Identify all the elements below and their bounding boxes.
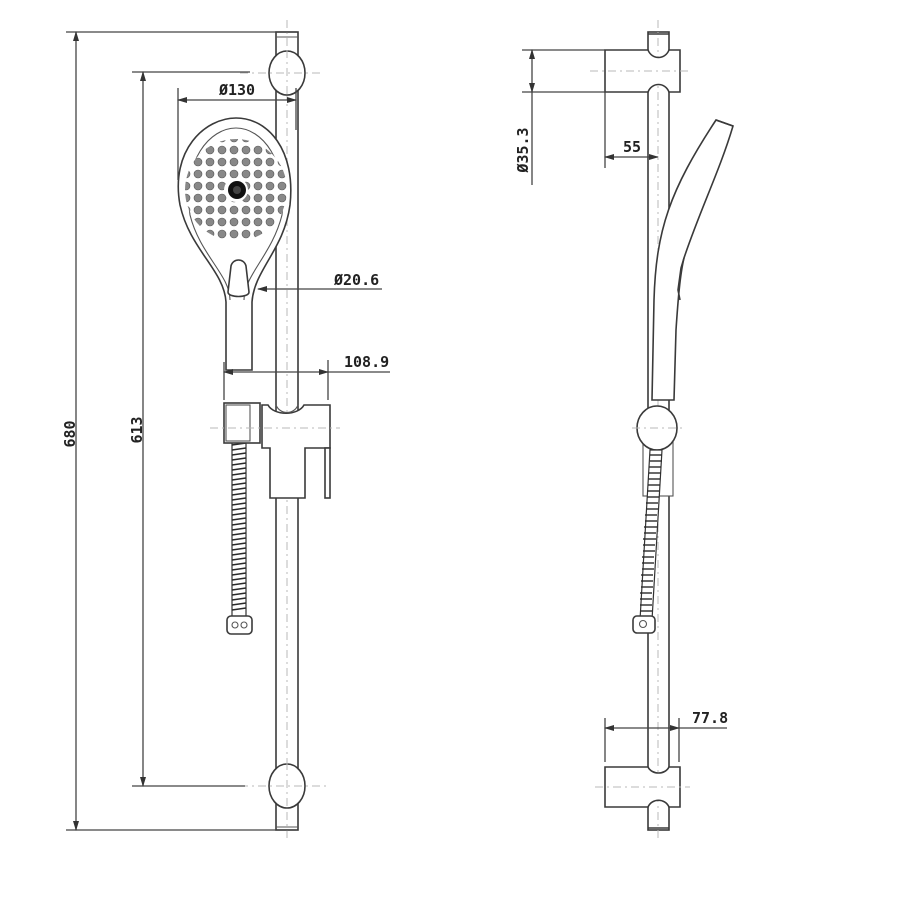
top-bracket-side	[590, 33, 690, 93]
dimension-bracket-depth-top: 55	[604, 92, 659, 168]
dim-label-35-3: Ø35.3	[514, 127, 532, 173]
dimension-overall-height: 680	[61, 31, 296, 831]
spray-mode-button	[227, 259, 250, 298]
dimension-head-diameter: Ø130	[177, 81, 297, 180]
shower-holder	[210, 402, 340, 499]
dim-label-77-8: 77.8	[692, 709, 728, 727]
dimension-holder-projection: 108.9	[223, 353, 390, 400]
top-wall-bracket	[240, 50, 320, 96]
dim-label-20-6: Ø20.6	[333, 271, 379, 289]
dim-label-613: 613	[128, 416, 146, 443]
dimension-bracket-depth-bottom: 77.8	[604, 709, 728, 762]
dim-label-680: 680	[61, 420, 79, 447]
dimension-bracket-spacing: 613	[128, 71, 250, 787]
hand-shower-front	[177, 117, 292, 371]
dim-label-55: 55	[623, 138, 641, 156]
hose-nut-side	[632, 615, 656, 634]
shower-hose-side	[632, 449, 663, 634]
dimension-bracket-diameter: Ø35.3	[514, 49, 605, 185]
front-view: 680 613 Ø130 Ø20.6 108.9	[61, 20, 390, 840]
bottom-wall-bracket	[240, 762, 330, 810]
side-view: Ø35.3 55 77.8	[514, 20, 734, 840]
dimension-rail-diameter: Ø20.6	[257, 271, 382, 292]
bottom-bracket-side	[595, 766, 690, 829]
hose-nut	[226, 615, 253, 635]
shower-hose	[226, 435, 253, 635]
dim-label-108-9: 108.9	[344, 353, 389, 371]
dim-label-130: Ø130	[218, 81, 255, 99]
hand-shower-side	[651, 119, 734, 401]
